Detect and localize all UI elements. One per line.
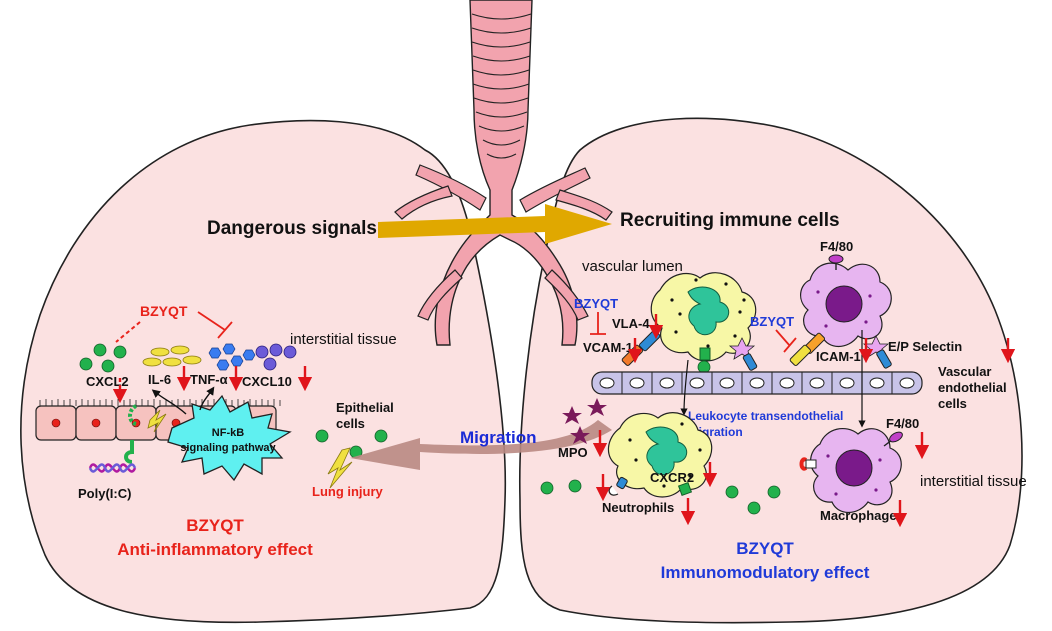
- bzyqt-right-2: BZYQT: [750, 314, 794, 329]
- recruiting-immune-cells-label: Recruiting immune cells: [620, 210, 840, 231]
- cxcl10-dots: [255, 343, 297, 371]
- neutrophil-lumen: [650, 272, 757, 362]
- transmigration-arrows: [680, 330, 866, 428]
- vascular-endothelial-label-1: Vascular: [938, 364, 992, 379]
- neutrophil-receptor: [699, 347, 711, 361]
- macrophage-receptor-red: [799, 457, 817, 471]
- epithelial-green-dots: [315, 429, 388, 459]
- interstitial-green-dots: [540, 479, 781, 515]
- macrophages-label: Macrophages: [820, 508, 904, 523]
- right-lung-lobe: [518, 117, 1023, 624]
- il6-label: IL-6: [148, 372, 171, 387]
- right-title-bzyqt: BZYQT: [736, 539, 794, 558]
- cxcl2-label: CXCL2: [86, 374, 129, 389]
- bzyqt-left-inhibitor-label: BZYQT: [140, 303, 188, 319]
- nfkb-label-line2: signaling pathway: [180, 442, 276, 454]
- vascular-endothelial-label-2: endothelial: [938, 380, 1007, 395]
- bzyqt-right-1: BZYQT: [574, 296, 618, 311]
- left-title-effect: Anti-inflammatory effect: [117, 540, 313, 559]
- epithelial-cells-label-2: cells: [336, 416, 365, 431]
- right-down-arrows: [592, 314, 1016, 528]
- neutrophils-label: Neutrophils: [602, 500, 674, 515]
- epithelial-cells-label: Epithelial: [336, 400, 394, 415]
- vcam1-label: VCAM-1: [583, 340, 633, 355]
- cxcl10-label: CXCL10: [242, 374, 292, 389]
- macrophage-interstitial: [810, 427, 902, 514]
- f480-bottom-receptor: [883, 431, 903, 447]
- lightning-bolt-icon: [147, 409, 167, 433]
- poly-ic-label: Poly(I:C): [78, 486, 131, 501]
- vascular-lumen-label: vascular lumen: [582, 258, 683, 275]
- tnfa-hexagons: [208, 343, 256, 371]
- right-title-effect: Immunomodulatory effect: [661, 563, 870, 582]
- interstitial-tissue-right-label: interstitial tissue: [920, 473, 1027, 490]
- poly-ic-strand-icon: [88, 463, 137, 473]
- left-lung-lobe: [20, 119, 507, 624]
- il6-ellipses: [142, 345, 202, 367]
- f480-top-label: F4/80: [820, 239, 853, 254]
- icam1-label: ICAM-1: [816, 349, 861, 364]
- ep-selectin-label: E/P Selectin: [888, 339, 962, 354]
- migration-label: Migration: [460, 428, 537, 447]
- mpo-label: MPO: [558, 445, 588, 460]
- left-down-arrows: [112, 366, 313, 404]
- cxcr2-receptor: [677, 481, 693, 497]
- interstitial-tissue-left-label: interstitial tissue: [290, 331, 397, 348]
- f480-top-receptor: [828, 254, 844, 270]
- dangerous-signals-label: Dangerous signals: [207, 218, 377, 239]
- cxcr2-label: CXCR2: [650, 470, 694, 485]
- tlr-receptor: [124, 404, 138, 464]
- cxcl2-dots: [79, 343, 127, 373]
- nfkb-burst: [167, 394, 292, 482]
- f480-bottom-label: F4/80: [886, 416, 919, 431]
- tnfa-label: TNF-α: [190, 372, 228, 387]
- vascular-endothelium: [591, 371, 923, 395]
- trachea-airway: [394, 0, 613, 346]
- icam1-adhesion: [789, 332, 825, 366]
- vla4-label: VLA-4: [612, 316, 650, 331]
- cxcr2-receptor-blue: [608, 476, 628, 496]
- macrophage-lumen: [800, 262, 892, 348]
- lumen-green-dot: [697, 360, 711, 374]
- lung-injury-label: Lung injury: [312, 484, 384, 499]
- migration-arrow: [350, 420, 612, 470]
- signal-to-recruit-arrow: [378, 204, 612, 244]
- leukocyte-migration-label-1: Leukocyte transendothelial: [688, 409, 843, 423]
- second-adhesion: [728, 337, 758, 371]
- vascular-endothelial-label-3: cells: [938, 396, 967, 411]
- nfkb-output-arrows: [151, 386, 215, 415]
- mpo-stars: [562, 398, 607, 444]
- nfkb-label-line1: NF-kB: [212, 427, 244, 439]
- neutrophil-interstitial: [607, 412, 713, 498]
- left-title-bzyqt: BZYQT: [186, 516, 244, 535]
- lung-injury-lightning-icon: [327, 447, 353, 489]
